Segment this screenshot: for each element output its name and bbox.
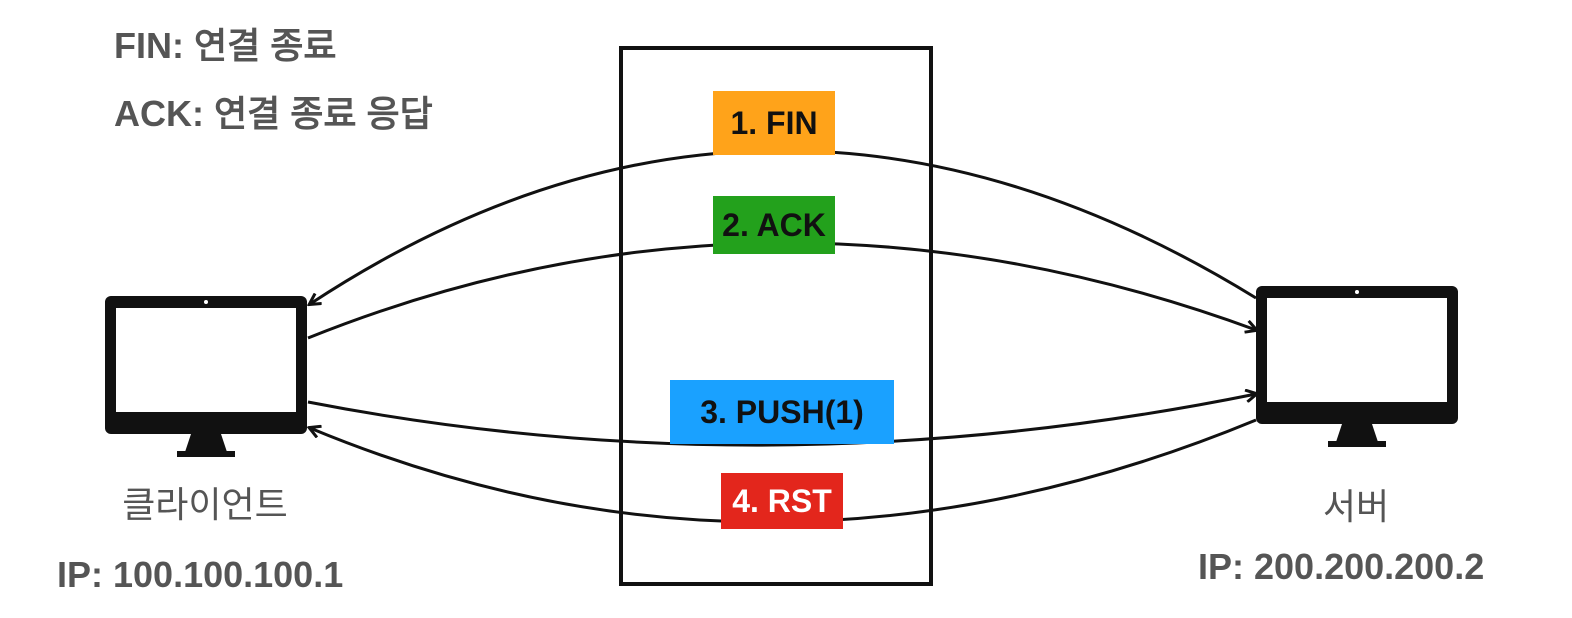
fin-label: 1. FIN bbox=[713, 91, 835, 155]
legend-ack-text: ACK: 연결 종료 응답 bbox=[114, 93, 433, 134]
ack-arrow bbox=[307, 241, 1256, 340]
push-label: 3. PUSH(1) bbox=[670, 380, 894, 444]
client-ip: IP: 100.100.100.1 bbox=[57, 554, 344, 595]
rst-label: 4. RST bbox=[721, 473, 843, 529]
ack-label: 2. ACK bbox=[713, 196, 835, 254]
client-name: 클라이언트 bbox=[122, 484, 288, 525]
server-monitor-icon bbox=[1256, 286, 1458, 447]
server-name: 서버 bbox=[1322, 486, 1390, 527]
server-ip: IP: 200.200.200.2 bbox=[1198, 546, 1485, 587]
legend-fin-text: FIN: 연결 종료 bbox=[114, 25, 337, 66]
push-arrow bbox=[307, 394, 1256, 447]
client-monitor-icon bbox=[105, 296, 307, 457]
packet-frame bbox=[619, 46, 933, 586]
